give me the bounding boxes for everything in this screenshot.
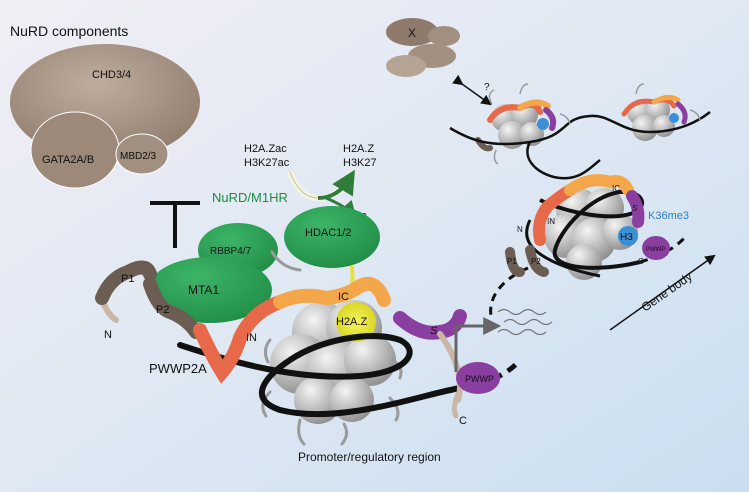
rp-pwwp-domain: [642, 236, 670, 260]
mbd-blob: [115, 133, 169, 175]
upper-tails: [488, 83, 701, 165]
promoter-dna: [177, 333, 463, 418]
rp-pwwp-label: PWWP: [646, 247, 665, 253]
upper-dna: [449, 111, 711, 146]
rp-p2-domain: [525, 245, 549, 277]
x-interaction-arrow: [452, 74, 492, 106]
rp-in-label: IN: [547, 217, 555, 226]
mark-h3k27: H3K27: [343, 157, 377, 169]
rp-ic-domain: [564, 174, 634, 196]
in-domain: [193, 295, 287, 384]
h2az-histone: [336, 302, 376, 342]
c-terminus-tail: [451, 391, 461, 419]
hdac-label: HDAC1/2: [305, 227, 351, 239]
s-label: S: [430, 325, 438, 337]
gene-body-dna: [539, 189, 644, 270]
p2-domain: [143, 277, 203, 339]
ic-domain: [273, 276, 391, 309]
mark-h2azac: H2A.Zac: [244, 143, 287, 155]
promoter-label: Promoter/regulatory region: [298, 450, 441, 464]
rp-p1-domain: [505, 247, 525, 277]
rp-s-label: S: [632, 204, 638, 213]
mta1-blob: [148, 257, 272, 323]
deacetylation-arrow: [317, 169, 355, 200]
mta1-label: MTA1: [188, 283, 219, 297]
rp-s-domain: [626, 190, 645, 228]
rp-ic-label: IC: [612, 184, 620, 193]
nurd-components-title: NuRD components: [10, 23, 128, 39]
tss-arrow: [454, 317, 502, 372]
linker-dna-dashed: [489, 266, 529, 321]
gene-body-dna-lower: [525, 219, 601, 278]
c-label: C: [459, 415, 467, 427]
rp-c-label: C: [638, 257, 644, 266]
p2-label: P2: [156, 304, 169, 316]
x-label: X: [408, 26, 416, 40]
main-nucleosome: [270, 300, 396, 424]
rbbp-label: RBBP4/7: [210, 246, 252, 257]
upper-dna-loop: [526, 141, 601, 180]
in-label: IN: [246, 332, 257, 344]
question-label: ?: [484, 82, 490, 93]
pwwp-label: PWWP: [465, 374, 494, 384]
rp-n-label: N: [517, 225, 523, 234]
chd34-label: CHD3/4: [92, 69, 131, 81]
pwwp-domain: [456, 362, 500, 394]
p1-domain: [95, 260, 157, 305]
rp-p1-label: P1: [507, 257, 517, 266]
mark-h2az: H2A.Z: [343, 143, 374, 155]
nurd-m1hr-label: NuRD/M1HR: [212, 190, 288, 205]
hdac-blob: [284, 206, 380, 268]
gene-body-arrow: [609, 254, 716, 331]
k36me3-label: K36me3: [648, 210, 689, 222]
n-label: N: [104, 329, 112, 341]
p1-label: P1: [121, 273, 134, 285]
gata-label: GATA2A/B: [42, 154, 94, 166]
rp-in-domain: [533, 184, 576, 246]
rp-h3-tail-blob: [618, 226, 638, 246]
rp-h3-label: H3: [620, 232, 633, 243]
ic-label: IC: [338, 291, 349, 303]
mark-h3k27ac: H3K27ac: [244, 157, 290, 169]
rp-p2-label: P2: [531, 257, 541, 266]
x-protein: [386, 18, 460, 77]
transcripts: [497, 308, 553, 336]
gata-blob: [30, 111, 120, 189]
mbd-label: MBD2/3: [120, 151, 157, 162]
h2az-label: H2A.Z: [336, 316, 367, 328]
pwwp2a-label: PWWP2A: [149, 361, 207, 376]
